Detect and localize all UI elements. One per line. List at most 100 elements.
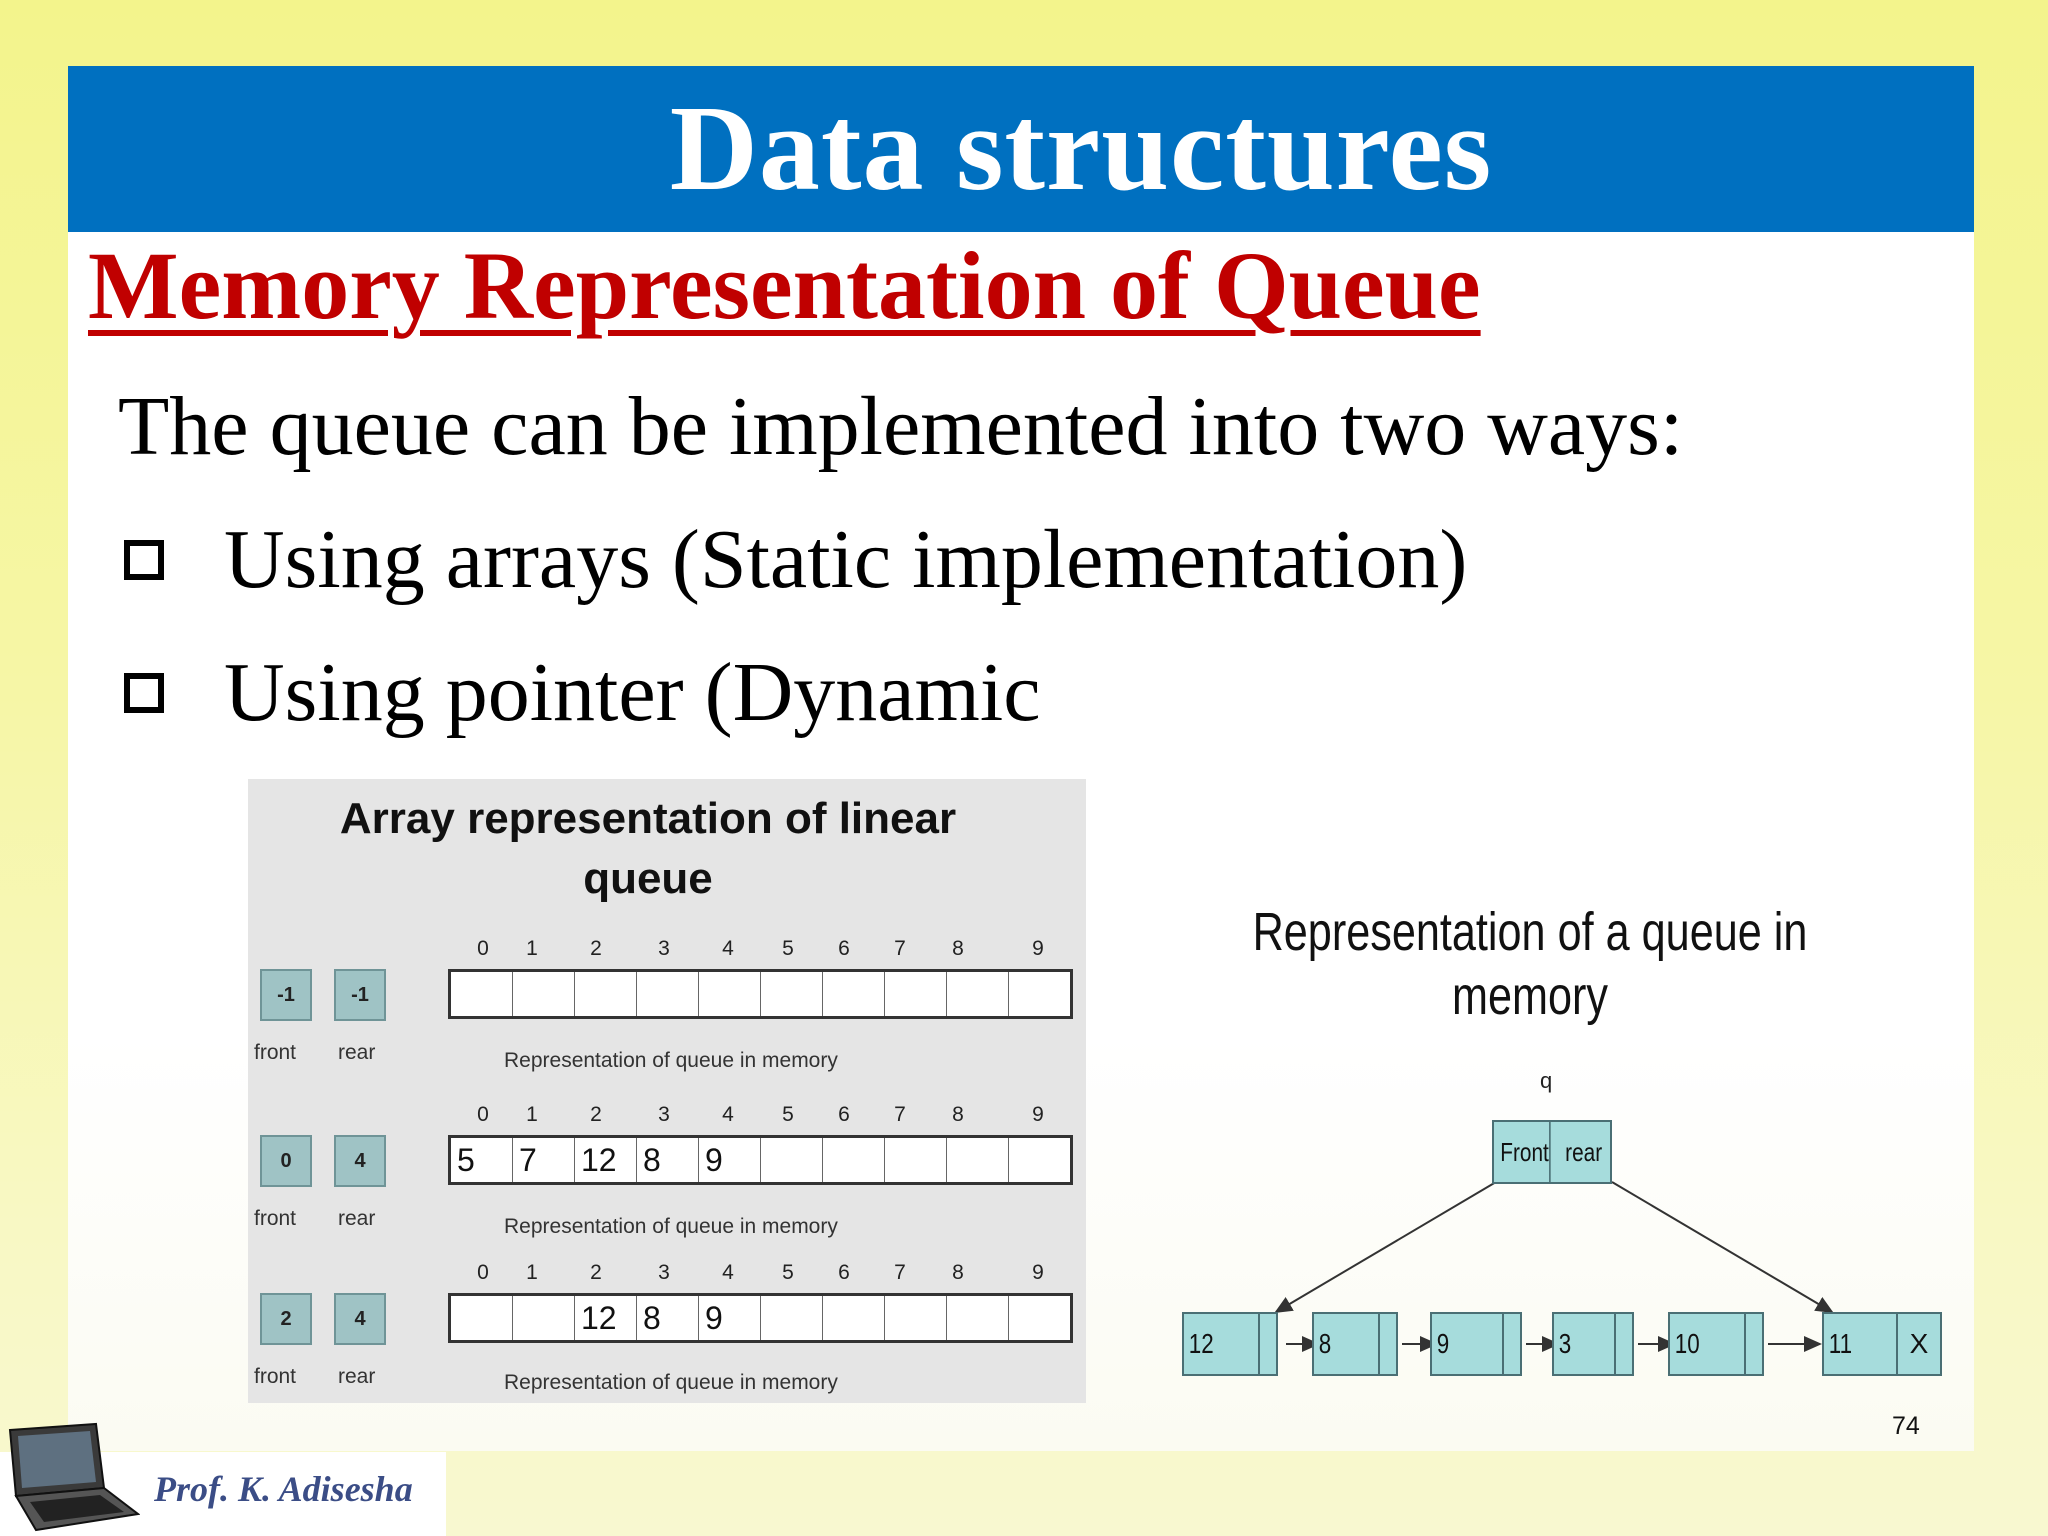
array-cell <box>761 1138 823 1182</box>
array-cell <box>947 972 1009 1016</box>
front-pointer-box: 2 <box>260 1293 312 1345</box>
bullet-text: Using pointer (Dynamic <box>224 646 1041 739</box>
index-label: 8 <box>952 1261 964 1284</box>
list-node: 3 <box>1552 1312 1634 1376</box>
figure-title: Array representation of linear queue <box>248 789 1048 909</box>
array-cell <box>575 972 637 1016</box>
rear-pointer-box: 4 <box>334 1135 386 1187</box>
rear-label: rear <box>338 1365 376 1388</box>
list-node: 12 <box>1182 1312 1278 1376</box>
node-value: 3 <box>1558 1328 1572 1359</box>
rear-label: rear <box>338 1041 376 1064</box>
index-label: 6 <box>838 1261 850 1284</box>
figure-title-line: memory <box>1451 966 1608 1026</box>
front-label: front <box>254 1041 297 1064</box>
rear-pointer-box: -1 <box>334 969 386 1021</box>
array-cell <box>699 972 761 1016</box>
array-caption: Representation of queue in memory <box>504 1371 838 1394</box>
array-cell: 12 <box>575 1296 637 1340</box>
index-label: 7 <box>894 937 906 960</box>
array-cell: 8 <box>637 1296 699 1340</box>
list-node: 10 <box>1668 1312 1764 1376</box>
index-label: 4 <box>722 1261 734 1284</box>
index-label: 7 <box>894 1261 906 1284</box>
front-pointer-box: -1 <box>260 969 312 1021</box>
linked-queue-figure: Representation of a queue in memory q Fr… <box>1160 900 1960 1400</box>
node-value: 8 <box>1318 1328 1332 1359</box>
index-label: 1 <box>526 1103 538 1126</box>
author-signature: Prof. K. Adisesha <box>154 1469 413 1509</box>
null-marker: X <box>1896 1314 1940 1374</box>
array-cell <box>947 1296 1009 1340</box>
front-field: Front <box>1500 1122 1551 1182</box>
index-label: 4 <box>722 1103 734 1126</box>
section-heading: Memory Representation of Queue <box>88 232 1481 339</box>
bullet-text: Using arrays (Static implementation) <box>224 513 1468 606</box>
array-cell: 5 <box>451 1138 513 1182</box>
array-cell <box>513 1296 575 1340</box>
index-label: 5 <box>782 937 794 960</box>
queue-variable-label: q <box>1540 1068 1553 1093</box>
queue-array <box>448 969 1073 1019</box>
rear-label: rear <box>338 1207 376 1230</box>
index-label: 9 <box>1032 937 1044 960</box>
rear-pointer-box: 4 <box>334 1293 386 1345</box>
title-bar: Data structures <box>68 66 1974 232</box>
list-node: 11 X <box>1822 1312 1942 1376</box>
index-label: 4 <box>722 937 734 960</box>
array-cell: 12 <box>575 1138 637 1182</box>
slide-title: Data structures <box>669 81 1493 216</box>
array-cell <box>761 1296 823 1340</box>
index-label: 3 <box>658 1103 670 1126</box>
index-label: 2 <box>590 1103 602 1126</box>
index-label: 0 <box>477 1261 489 1284</box>
index-label: 3 <box>658 1261 670 1284</box>
array-cell <box>637 972 699 1016</box>
array-caption: Representation of queue in memory <box>504 1215 838 1238</box>
array-cell <box>451 1296 513 1340</box>
array-cell <box>451 972 513 1016</box>
intro-text: The queue can be implemented into two wa… <box>118 380 1684 473</box>
array-cell <box>823 1296 885 1340</box>
array-caption: Representation of queue in memory <box>504 1049 838 1072</box>
list-node: 8 <box>1312 1312 1398 1376</box>
array-cell: 9 <box>699 1296 761 1340</box>
front-arrow <box>1274 1181 1497 1314</box>
figure-title: Representation of a queue in memory <box>1234 900 1826 1028</box>
array-cell: 8 <box>637 1138 699 1182</box>
array-cell <box>1009 1138 1070 1182</box>
front-label: front <box>254 1207 297 1230</box>
index-label: 0 <box>477 937 489 960</box>
index-label: 1 <box>526 937 538 960</box>
node-value: 11 <box>1828 1328 1853 1359</box>
index-label: 6 <box>838 1103 850 1126</box>
array-cell: 9 <box>699 1138 761 1182</box>
array-cell <box>823 1138 885 1182</box>
array-cell <box>1009 1296 1070 1340</box>
index-label: 6 <box>838 937 850 960</box>
list-node: 9 <box>1430 1312 1522 1376</box>
index-label: 2 <box>590 1261 602 1284</box>
node-value: 12 <box>1188 1328 1214 1359</box>
index-label: 0 <box>477 1103 489 1126</box>
array-cell <box>823 972 885 1016</box>
checkbox-bullet-icon <box>124 673 164 713</box>
front-label: front <box>254 1365 297 1388</box>
figure-title-line: queue <box>583 854 713 903</box>
page-number: 74 <box>1892 1412 1920 1440</box>
array-cell <box>947 1138 1009 1182</box>
array-cell <box>885 1296 947 1340</box>
index-label: 1 <box>526 1261 538 1284</box>
bullet-item-arrays: Using arrays (Static implementation) <box>124 518 1467 602</box>
index-label: 5 <box>782 1103 794 1126</box>
index-label: 7 <box>894 1103 906 1126</box>
index-label: 8 <box>952 937 964 960</box>
array-cell <box>513 972 575 1016</box>
index-label: 3 <box>658 937 670 960</box>
checkbox-bullet-icon <box>124 540 164 580</box>
index-label: 9 <box>1032 1261 1044 1284</box>
